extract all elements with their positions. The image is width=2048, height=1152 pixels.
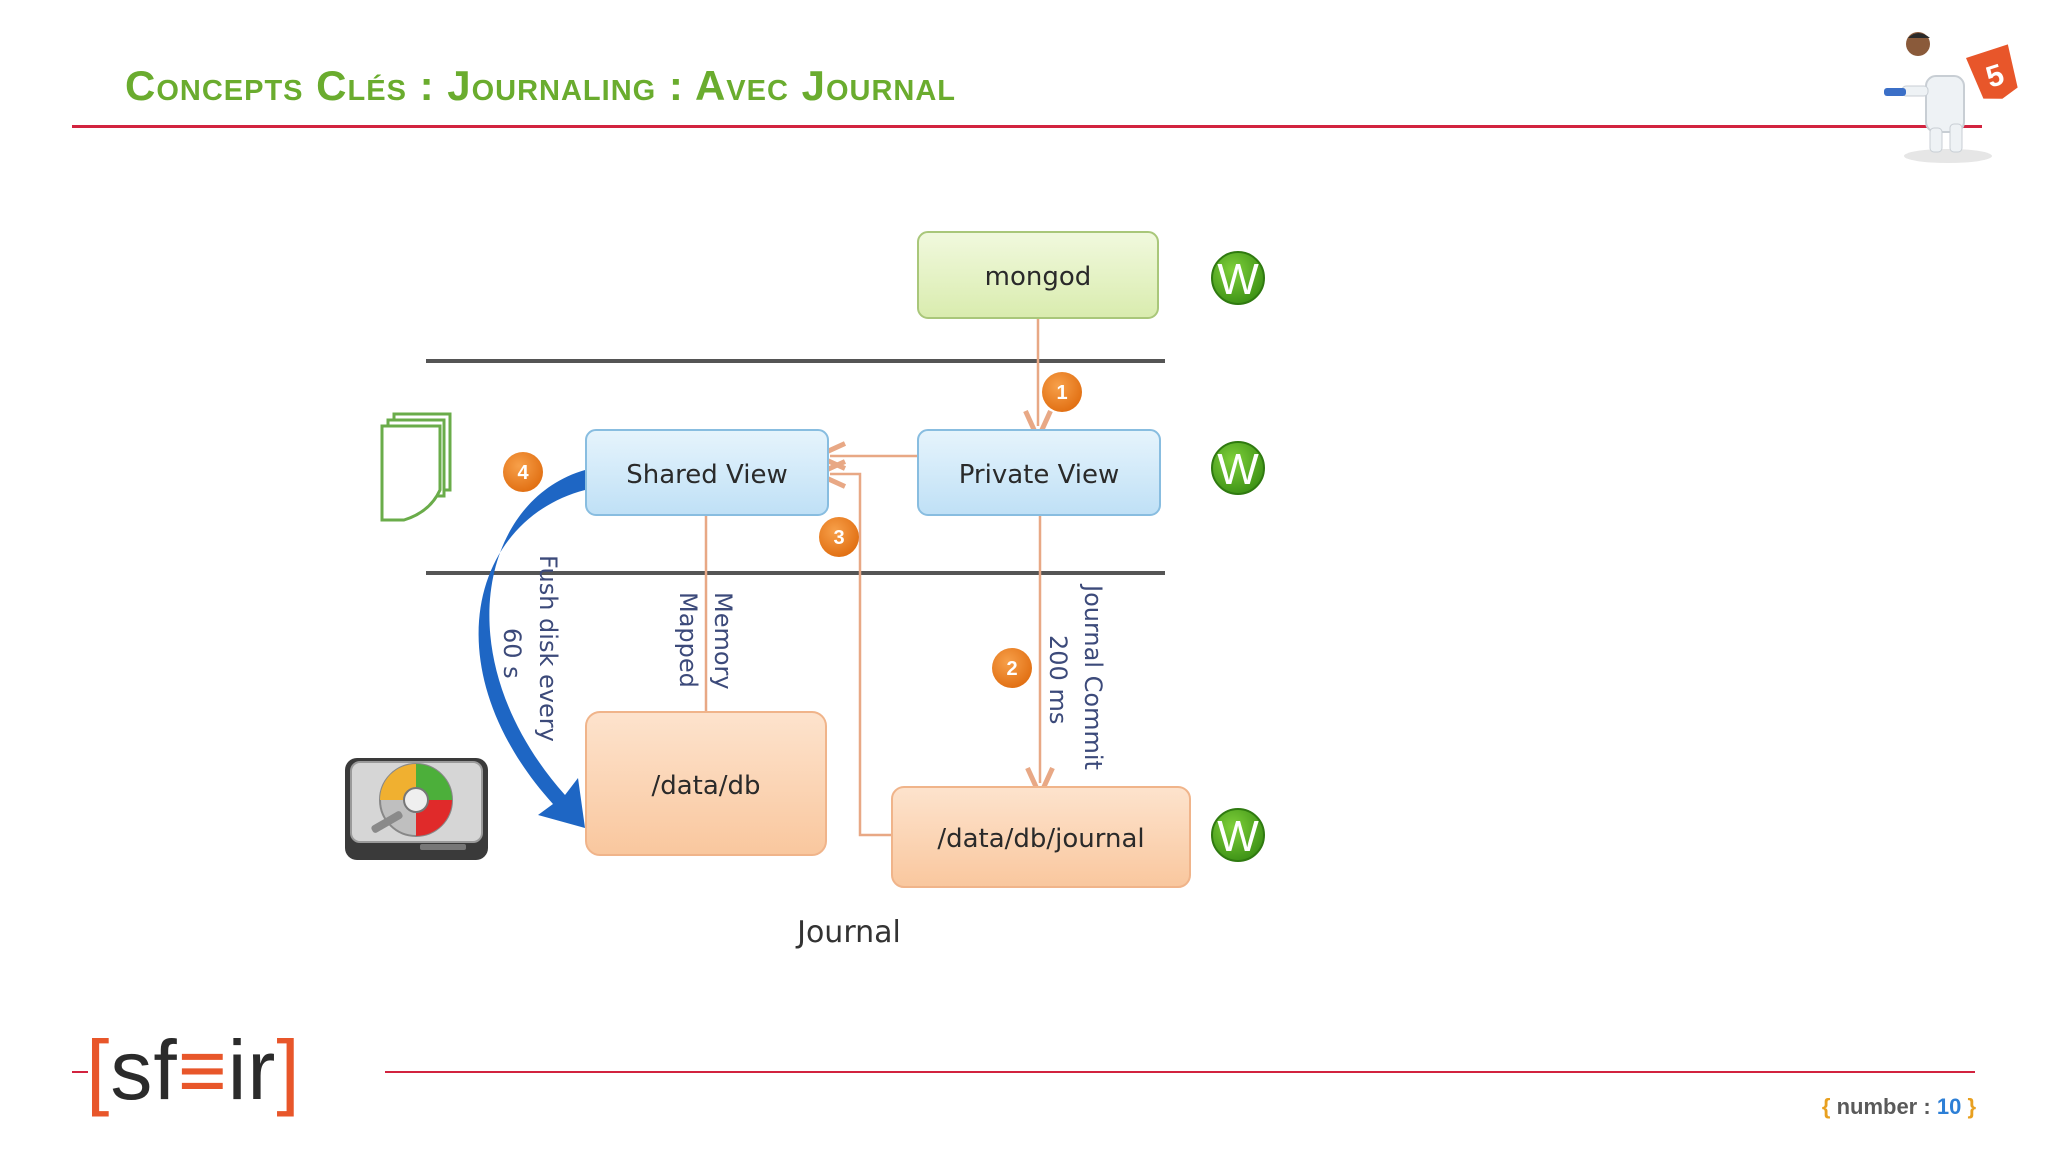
svg-text:2: 2 [1006, 658, 1017, 680]
page-value: 10 [1936, 1094, 1962, 1119]
data-db-journal-label: /data/db/journal [937, 824, 1144, 854]
svg-text:W: W [1217, 812, 1259, 861]
footer-rule-left [72, 1071, 88, 1073]
write-marker-mongod: W [1211, 251, 1265, 305]
svg-text:3: 3 [833, 527, 844, 549]
svg-text:4: 4 [517, 462, 529, 484]
page-key: number [1836, 1094, 1918, 1119]
page-number: { number : 10 } [1822, 1094, 1976, 1120]
html5-mascot-icon: 5 [1884, 32, 2018, 163]
private-view-node: Private View [917, 429, 1161, 516]
step-badge-4: 4 [503, 452, 543, 492]
shared-view-node: Shared View [585, 429, 829, 516]
write-marker-private-view: W [1211, 441, 1265, 495]
page-sep: : [1923, 1094, 1931, 1119]
journal-label-line1: Journal Commit [1079, 583, 1107, 770]
svg-text:W: W [1217, 255, 1259, 304]
slide-title: Concepts Clés : Journaling : Avec Journa… [125, 62, 956, 109]
step-badge-3: 3 [819, 517, 859, 557]
private-view-label: Private View [959, 460, 1120, 490]
journal-label-line2: 200 ms [1044, 635, 1072, 724]
step-badge-2: 2 [992, 648, 1032, 688]
diagram-caption: Journal [795, 915, 901, 950]
write-marker-journal: W [1211, 808, 1265, 862]
journaling-diagram: mongod Shared View Private View /data/db… [345, 231, 1265, 950]
page-close-brace: } [1967, 1094, 1976, 1119]
hard-drive-icon [345, 758, 488, 860]
logo-close-bracket: ] [276, 1023, 301, 1117]
memory-label-line1: Memory [709, 592, 737, 690]
connector-journal-shared [830, 474, 892, 837]
logo-ir: ir [227, 1023, 277, 1117]
page-open-brace: { [1821, 1094, 1831, 1119]
document-stack-icon [380, 412, 452, 522]
data-db-node: /data/db [585, 711, 827, 856]
title-divider [72, 125, 1982, 128]
flush-label-line2: 60 s [498, 628, 526, 679]
svg-text:W: W [1217, 445, 1259, 494]
data-db-label: /data/db [651, 771, 760, 801]
sfeir-logo: [sf≡ir] [86, 1028, 301, 1112]
flush-arrow [478, 470, 585, 828]
logo-equiv: ≡ [177, 1023, 228, 1117]
memory-label-line2: Mapped [674, 592, 702, 688]
flush-label-line1: Fush disk every [534, 555, 562, 742]
svg-text:1: 1 [1056, 382, 1067, 404]
footer-rule [385, 1071, 1975, 1073]
data-db-journal-node: /data/db/journal [891, 786, 1191, 888]
logo-sf: sf [110, 1023, 178, 1117]
mongod-label: mongod [985, 262, 1092, 292]
mongod-node: mongod [917, 231, 1159, 319]
logo-open-bracket: [ [86, 1023, 111, 1117]
step-badge-1: 1 [1042, 372, 1082, 412]
shared-view-label: Shared View [626, 460, 788, 490]
